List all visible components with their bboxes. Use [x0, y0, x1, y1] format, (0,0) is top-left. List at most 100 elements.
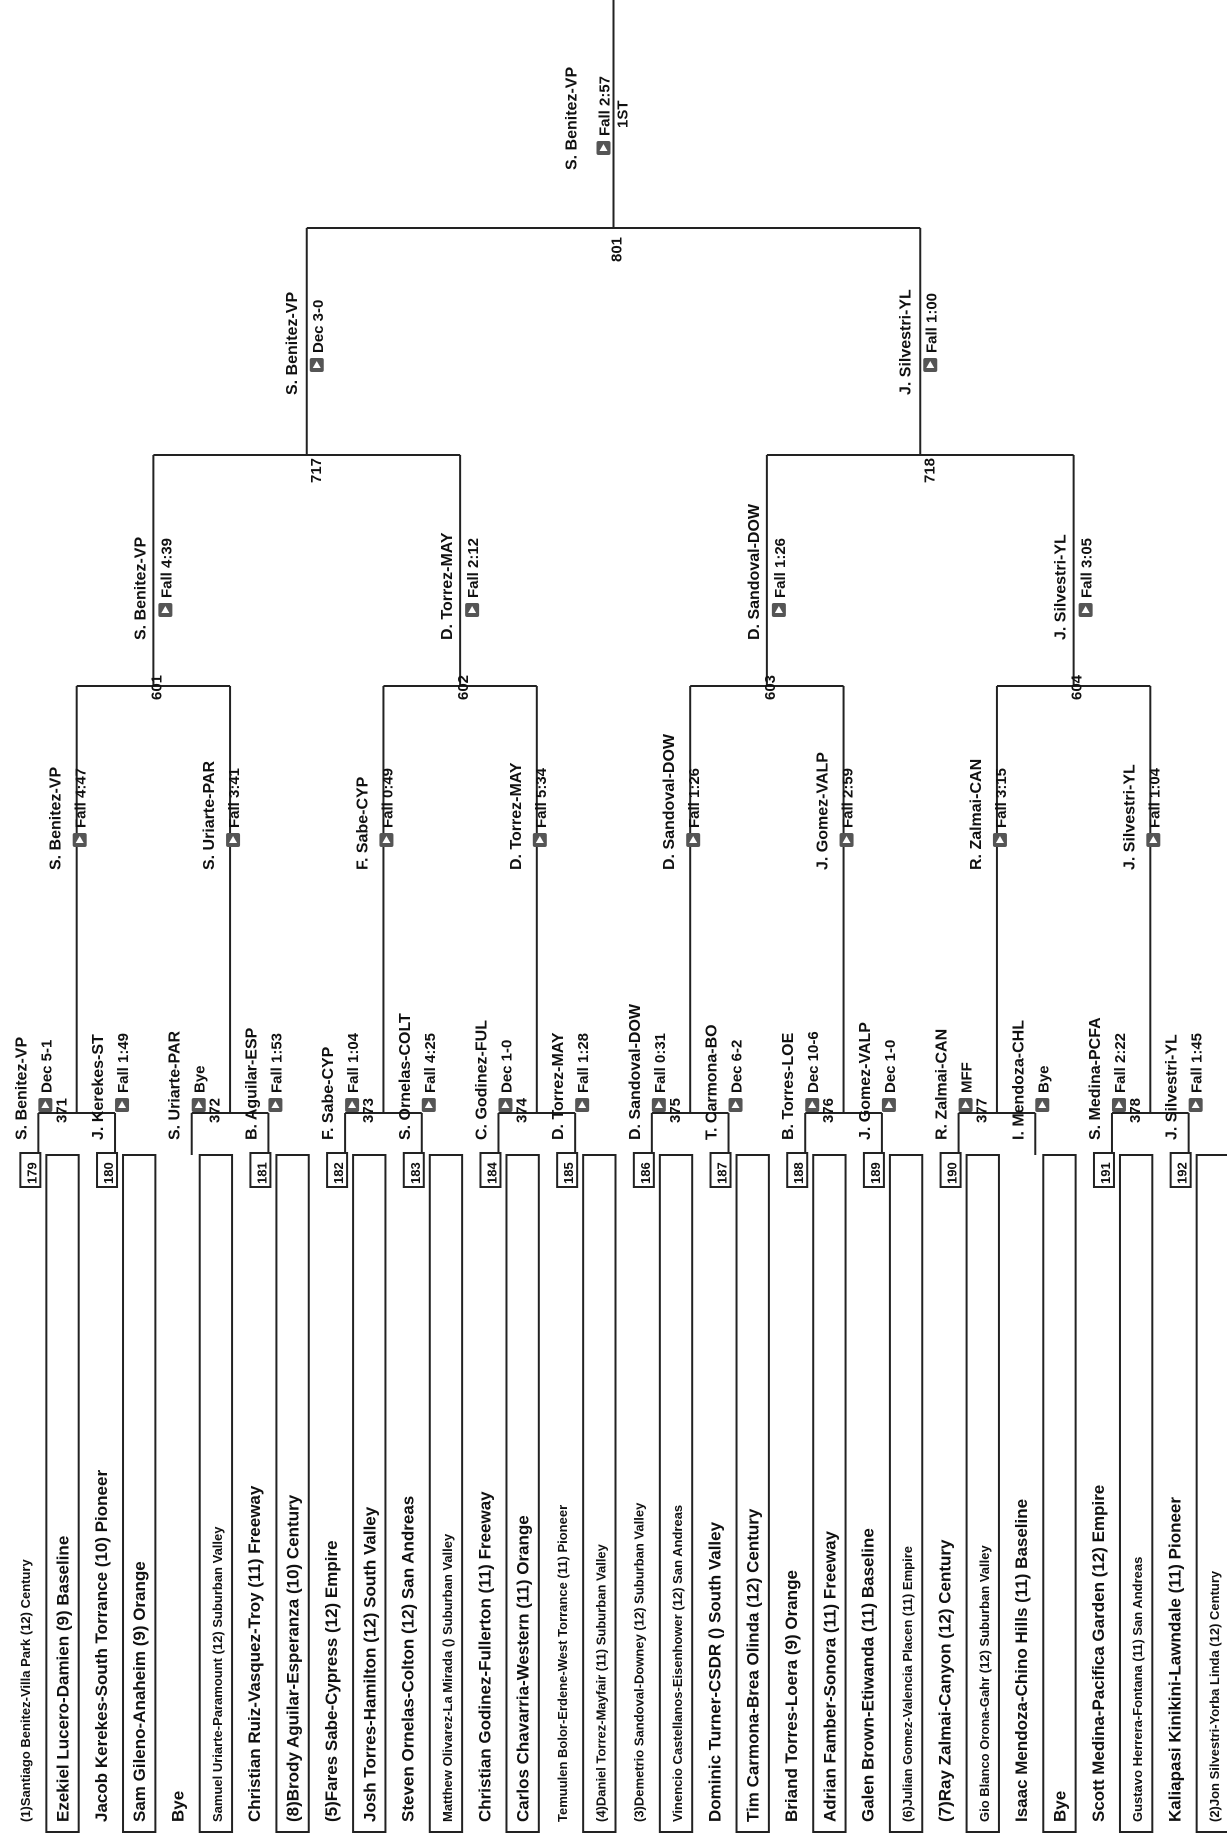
- entrant-number: 184: [484, 1162, 499, 1184]
- entrant-box: [198, 1154, 234, 1833]
- play-video-icon[interactable]: [881, 1098, 896, 1112]
- seed-number-box: [786, 1152, 809, 1188]
- entrant-label: (2)Jon Silvestri-Yorba Linda (12) Centur…: [1207, 1570, 1222, 1822]
- bout-result: Fall 0:31: [652, 1033, 669, 1093]
- seed-number-box: [479, 1152, 502, 1188]
- winner-result: Fall 1:00: [923, 293, 940, 353]
- winner-result: Fall 3:41: [226, 768, 243, 828]
- entrant-label: (3)Demetrio Sandoval-Downey (12) Suburba…: [632, 1502, 647, 1822]
- seed-number-box: [19, 1152, 42, 1188]
- play-video-icon[interactable]: [226, 833, 241, 847]
- entrant-box: [275, 1154, 310, 1833]
- entrant-label: Ezekiel Lucero-Damien (9) Baseline: [54, 1536, 73, 1822]
- entrant-label: Dominic Turner-CSDR () South Valley: [705, 1521, 724, 1822]
- play-video-icon[interactable]: [728, 1098, 743, 1112]
- winner-result: Fall 1:26: [686, 768, 703, 828]
- entrant-label: Adrian Famber-Sonora (11) Freeway: [820, 1530, 839, 1822]
- play-video-icon[interactable]: [1111, 1098, 1126, 1112]
- entrant-label: Christian Godinez-Fullerton (11) Freeway: [475, 1491, 494, 1822]
- play-video-icon[interactable]: [1188, 1098, 1203, 1112]
- play-video-icon[interactable]: [379, 833, 394, 847]
- play-video-icon[interactable]: [345, 1098, 360, 1112]
- entrant-number: 187: [715, 1162, 730, 1184]
- play-video-icon[interactable]: [771, 603, 786, 617]
- play-video-icon[interactable]: [268, 1098, 283, 1112]
- play-video-icon[interactable]: [686, 833, 701, 847]
- entrant-box: [965, 1154, 1000, 1833]
- play-video-icon[interactable]: [805, 1098, 820, 1112]
- wrestler-name: D. Sandoval-DOW: [627, 1003, 644, 1140]
- play-video-icon[interactable]: [992, 833, 1007, 847]
- play-video-icon[interactable]: [421, 1098, 436, 1112]
- winner-name: F. Sabe-CYP: [354, 776, 371, 870]
- wrestler-name: J. Kerekes-ST: [90, 1034, 107, 1140]
- play-video-icon[interactable]: [498, 1098, 513, 1112]
- bout-result: Fall 1:53: [268, 1033, 285, 1093]
- entrant-box: [1118, 1154, 1154, 1833]
- entrant-label: Briand Torres-Loera (9) Orange: [782, 1570, 801, 1822]
- play-video-icon[interactable]: [158, 603, 173, 617]
- bout-result: Fall 1:28: [575, 1033, 592, 1093]
- entrant-box: [888, 1154, 924, 1833]
- winner-name: D. Torrez-MAY: [508, 762, 525, 870]
- wrestler-name: S. Medina-PCFA: [1087, 1017, 1104, 1140]
- play-video-icon[interactable]: [923, 358, 938, 372]
- entrant-label: Bye: [169, 1791, 188, 1822]
- winner-name: S. Benitez-VP: [48, 767, 65, 870]
- entrant-number: 189: [868, 1162, 883, 1184]
- winner-name: D. Sandoval-DOW: [746, 503, 763, 640]
- entrant-number: 192: [1175, 1162, 1190, 1184]
- play-video-icon[interactable]: [596, 141, 611, 155]
- entrant-box: [505, 1154, 540, 1833]
- play-video-icon[interactable]: [1078, 603, 1093, 617]
- wrestler-name: C. Godinez-FUL: [473, 1020, 490, 1140]
- winner-name: D. Sandoval-DOW: [661, 733, 678, 870]
- winner-result: Fall 5:34: [533, 767, 550, 828]
- seed-number-box: [862, 1152, 885, 1188]
- play-video-icon[interactable]: [38, 1098, 53, 1112]
- play-video-icon[interactable]: [1146, 833, 1161, 847]
- seed-number-box: [709, 1152, 732, 1188]
- play-video-icon[interactable]: [532, 833, 547, 847]
- bout-result: Fall 1:45: [1189, 1033, 1206, 1093]
- bout-result: Dec 10-6: [805, 1031, 822, 1093]
- entrant-number: 180: [101, 1162, 116, 1184]
- bout-result: Bye: [192, 1065, 209, 1093]
- play-video-icon[interactable]: [72, 833, 87, 847]
- entrant-number: 182: [331, 1162, 346, 1184]
- entrant-label: (7)Ray Zalmai-Canyon (12) Century: [935, 1539, 954, 1822]
- bout-number: 801: [609, 237, 626, 262]
- bout-number: 377: [974, 1098, 991, 1123]
- entrant-box: [735, 1154, 770, 1833]
- play-video-icon[interactable]: [115, 1098, 130, 1112]
- entrant-box: [1042, 1154, 1077, 1833]
- wrestler-name: I. Mendoza-CHL: [1010, 1020, 1027, 1140]
- seed-number-box: [939, 1152, 962, 1188]
- play-video-icon[interactable]: [309, 358, 324, 372]
- play-video-icon[interactable]: [465, 603, 480, 617]
- bout-number: 718: [921, 458, 938, 483]
- winner-result: Fall 4:39: [158, 538, 175, 598]
- entrant-number: 188: [791, 1162, 806, 1184]
- champion-result: Fall 2:57: [597, 76, 614, 136]
- entrant-box: [352, 1154, 387, 1833]
- bout-number: 602: [455, 675, 472, 700]
- entrant-label: Temuulen Bolor-Erdene-West Torrance (11)…: [555, 1505, 570, 1822]
- play-video-icon[interactable]: [651, 1098, 666, 1112]
- wrestler-name: S. Uriarte-PAR: [167, 1030, 184, 1140]
- entrant-box: [582, 1154, 617, 1833]
- entrant-label: Vinencio Castellanos-Eisenhower (12) San…: [670, 1505, 685, 1822]
- bout-result: Fall 4:25: [422, 1033, 439, 1093]
- play-video-icon[interactable]: [958, 1098, 973, 1112]
- play-video-icon[interactable]: [839, 833, 854, 847]
- entrant-box: [45, 1154, 80, 1833]
- play-video-icon[interactable]: [575, 1098, 590, 1112]
- play-video-icon[interactable]: [191, 1098, 206, 1112]
- play-video-icon[interactable]: [1035, 1098, 1050, 1112]
- seed-number-box: [249, 1152, 272, 1188]
- winner-result: Fall 1:04: [1146, 767, 1163, 828]
- entrant-label: (4)Daniel Torrez-Mayfair (11) Suburban V…: [593, 1543, 608, 1822]
- bout-number: 373: [360, 1098, 377, 1123]
- entrant-label: (8)Brody Aguilar-Esperanza (10) Century: [284, 1494, 303, 1822]
